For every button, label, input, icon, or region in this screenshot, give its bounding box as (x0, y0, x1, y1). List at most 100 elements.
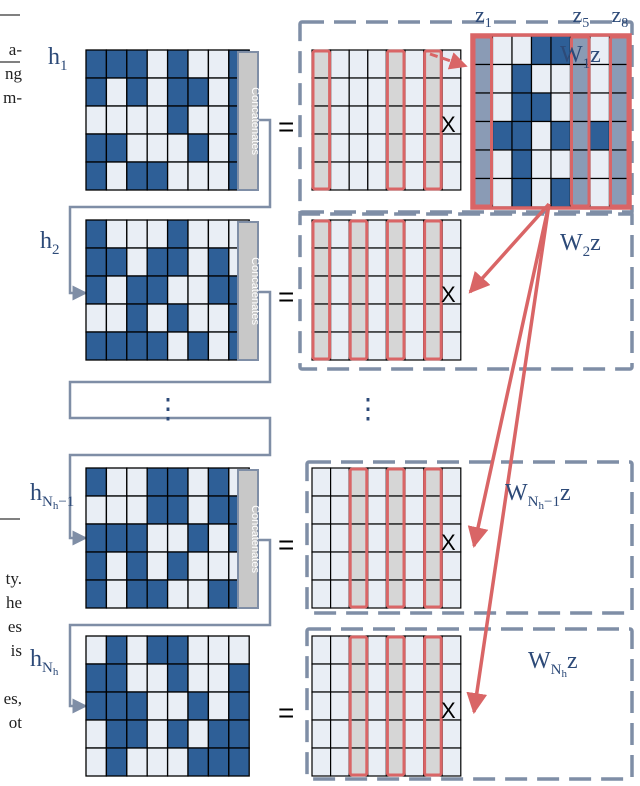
query-column-highlight (423, 467, 443, 609)
key-column-label: z1 (475, 2, 492, 31)
head-matrix-cell (126, 663, 148, 693)
text-line: es (7, 617, 22, 636)
query-matrix-cell (330, 663, 350, 693)
query-matrix-cell (385, 247, 406, 277)
query-matrix-cell (348, 161, 369, 191)
query-matrix-cell (404, 691, 425, 721)
query-column-highlight (423, 635, 443, 777)
head-matrix-cell (187, 331, 210, 361)
query-matrix-cell (423, 691, 443, 721)
head-matrix-cell (85, 77, 108, 107)
weight-label: WNh−1z (505, 480, 571, 512)
key-column-highlight (609, 35, 630, 208)
text-line: ty. (5, 569, 22, 588)
query-matrix-cell (404, 77, 425, 107)
key-matrix-cell (472, 120, 494, 151)
query-matrix-cell (330, 635, 350, 665)
head-matrix-cell (166, 551, 189, 581)
head-matrix-cell (207, 691, 230, 721)
head-matrix-cell (126, 495, 148, 525)
weight-arrow (468, 202, 551, 294)
query-column-highlight (423, 49, 443, 191)
head-matrix-cell (187, 719, 210, 749)
head-matrix-cell (126, 303, 148, 333)
head-matrix-cell (146, 275, 169, 305)
key-matrix-cell (550, 149, 572, 180)
truncated-body-text-bottom: ty. he es is es, ot (0, 567, 22, 735)
head-matrix-cell (207, 331, 230, 361)
query-matrix-cell (385, 495, 406, 525)
head-label-main: h (30, 480, 42, 506)
key-column-label-sub: 5 (582, 16, 589, 31)
head-matrix-cell (126, 331, 148, 361)
head-label-main: h (48, 44, 60, 70)
head-matrix-cell (146, 331, 169, 361)
query-matrix-cell (385, 663, 406, 693)
weight-label-subsub: h (562, 668, 568, 680)
head-label: h1 (48, 44, 68, 74)
head-matrix-cell (126, 275, 148, 305)
head-matrix-cell (85, 467, 108, 497)
query-matrix-cell (367, 133, 387, 163)
query-matrix-cell (441, 467, 462, 497)
weight-label-main: W (560, 230, 583, 256)
query-matrix-cell (348, 495, 369, 525)
head-matrix-cell (228, 691, 250, 721)
weight-label: WNhz (528, 648, 578, 680)
head-matrix-cell (187, 691, 210, 721)
times-sign: X (441, 112, 456, 137)
equals-sign: = (278, 529, 294, 560)
equals-sign: = (278, 111, 294, 142)
query-matrix-cell (441, 635, 462, 665)
query-matrix-cell (423, 523, 443, 553)
head-matrix-cell (166, 247, 189, 277)
head-matrix-cell (85, 331, 108, 361)
vertical-ellipsis: ⋮ (354, 392, 382, 425)
weight-label-sub: 1 (583, 56, 591, 72)
query-matrix-cell (330, 133, 350, 163)
query-matrix-cell (367, 691, 387, 721)
query-matrix-cell (423, 551, 443, 581)
query-matrix-cell (404, 133, 425, 163)
head-matrix-cell (105, 133, 128, 163)
key-matrix-cell (530, 177, 552, 208)
query-matrix-cell (404, 303, 425, 333)
query-matrix-cell (311, 747, 332, 777)
query-matrix-cell (385, 331, 406, 361)
query-matrix-cell (385, 467, 406, 497)
concatenate-label: Concatenates (249, 87, 261, 155)
query-matrix-cell (441, 579, 462, 609)
key-matrix-cell (608, 149, 630, 180)
query-matrix-cell (367, 219, 387, 249)
head-group-box-2 (298, 210, 634, 371)
query-matrix-cell (423, 663, 443, 693)
key-matrix-cell (530, 63, 552, 94)
query-matrix-cell (330, 247, 350, 277)
query-matrix-cell (330, 303, 350, 333)
key-matrix-cell (589, 63, 611, 94)
query-matrix-cell (348, 523, 369, 553)
head-matrix-cell (187, 551, 210, 581)
query-matrix-cell (404, 219, 425, 249)
query-matrix-cell (404, 635, 425, 665)
head-matrix-cell (187, 635, 210, 665)
head-matrix-cell (105, 579, 128, 609)
query-matrix-cell (423, 133, 443, 163)
head-matrix-cell (126, 467, 148, 497)
query-matrix-cell (441, 663, 462, 693)
head-matrix-cell (166, 105, 189, 135)
query-matrix-cell (441, 247, 462, 277)
head-matrix-cell (207, 719, 230, 749)
head-matrix-cell (228, 635, 250, 665)
head-matrix-cell (146, 105, 169, 135)
head-matrix-cell (85, 495, 108, 525)
key-matrix-cell (550, 177, 572, 208)
head-matrix-cell (228, 663, 250, 693)
head-matrix-cell (126, 77, 148, 107)
head-matrix-cell (146, 747, 169, 777)
head-matrix-cell (207, 635, 230, 665)
query-matrix-cell (385, 523, 406, 553)
text-line: is (10, 641, 22, 660)
query-matrix-cell (348, 663, 369, 693)
query-matrix-cell (404, 663, 425, 693)
